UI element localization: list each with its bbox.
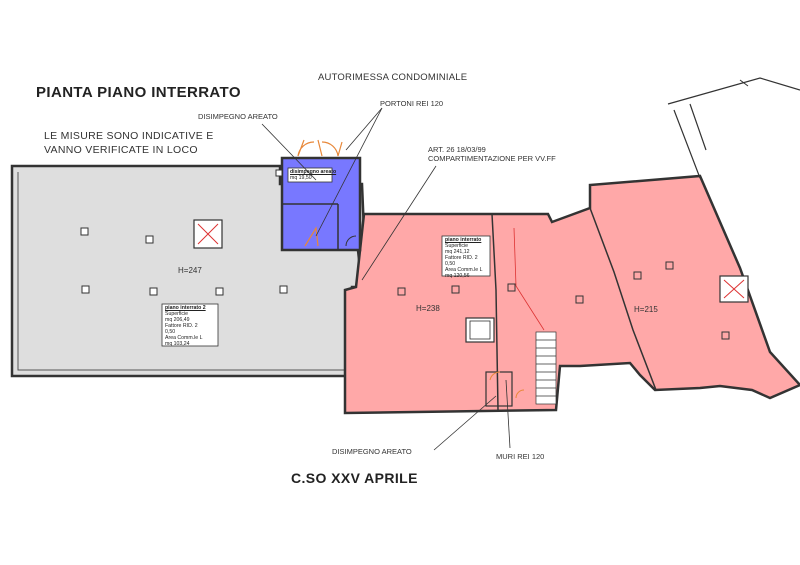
label-portoni: PORTONI REI 120: [380, 99, 444, 108]
info-box-red-text: piano interrato Superficie mq 241,12 Fat…: [445, 237, 483, 279]
room-red: [343, 174, 800, 415]
info-box-grey-text: piano interrato 2 Superficie mq 206,49 F…: [165, 305, 206, 347]
room-height-red: H=238: [416, 304, 440, 313]
plan-title: PIANTA PIANO INTERRATO: [36, 84, 241, 101]
info-box-blue-text: disimpegno areato mq 19,50: [290, 169, 337, 181]
lift-red: [465, 317, 495, 343]
info-box-red: [441, 235, 491, 277]
label-art-line1: ART. 26 18/03/99: [428, 145, 486, 154]
label-autorimessa: AUTORIMESSA CONDOMINIALE: [318, 72, 468, 83]
info-box-grey: [161, 303, 219, 347]
adjacent-building: [667, 77, 800, 179]
room-height-right: H=215: [634, 305, 658, 314]
street-name: C.SO XXV APRILE: [291, 470, 418, 486]
room-red-divider-right: [589, 207, 657, 391]
label-muri: MURI REI 120: [496, 452, 545, 461]
label-disimpegno-top: DISIMPEGNO AREATO: [198, 112, 278, 121]
portoni-doors: [297, 139, 343, 157]
leader-lines: [261, 107, 511, 451]
label-art-line2: COMPARTIMENTAZIONE PER VV.FF: [428, 154, 556, 163]
staircase: [535, 331, 557, 405]
columns-grey: [80, 169, 288, 296]
room-red-divider: [491, 213, 499, 411]
room-grey-inner-wall: [17, 172, 346, 371]
columns-red: [397, 261, 730, 340]
room-height-grey: H=247: [178, 266, 202, 275]
note-line-2: VANNO VERIFICATE IN LOCO: [44, 144, 198, 156]
info-box-blue: [287, 167, 333, 183]
label-disimpegno-bottom: DISIMPEGNO AREATO: [332, 447, 412, 456]
note-line-1: LE MISURE SONO INDICATIVE E: [44, 130, 214, 142]
red-inner-line: [513, 227, 545, 331]
